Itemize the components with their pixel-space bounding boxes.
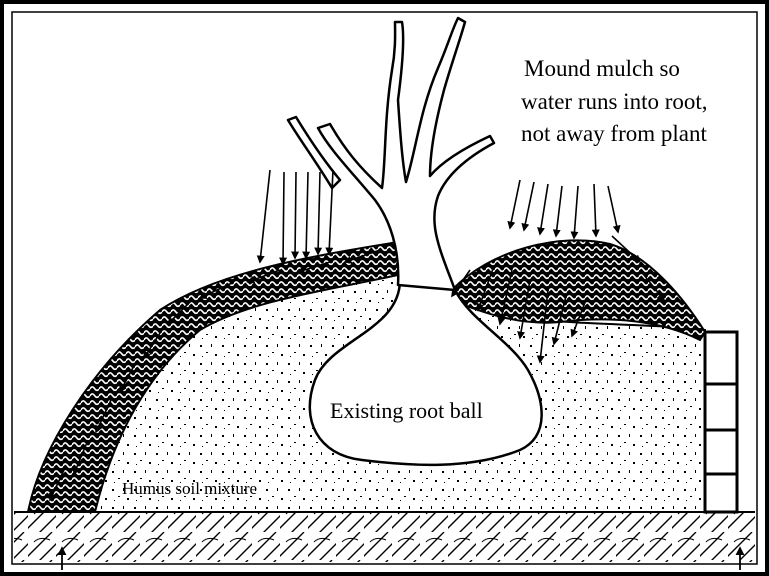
rain-arrows-right [510,180,618,238]
rain-arrows-left [260,170,333,264]
callout-line-1: Mound mulch so [524,56,680,81]
root-ball-label: Existing root ball [330,398,483,423]
callout-line-2: water runs into root, [521,89,708,114]
subsoil-ground [14,512,755,562]
callout-line-3: not away from plant [521,121,707,146]
edging-post [705,332,737,512]
soil-label: Humus soil mixture [122,479,257,498]
